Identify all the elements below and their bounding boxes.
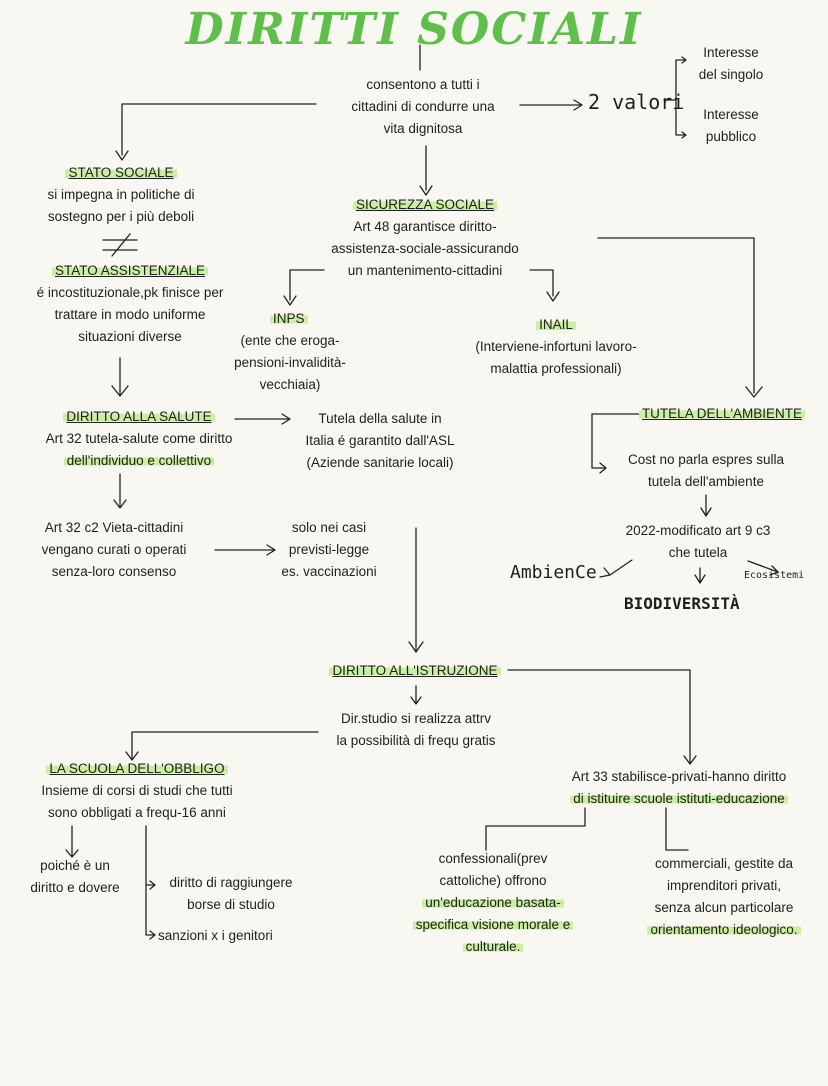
scuola-obbligo-block: LA SCUOLA DELL'OBBLIGO Insieme di corsi … (41, 761, 233, 820)
stato-assistenziale-heading: STATO ASSISTENZIALE (51, 263, 209, 278)
page-title: DIRITTI SOCIALI (185, 4, 643, 55)
sicurezza-sociale-heading: SICUREZZA SOCIALE (352, 197, 498, 212)
commerciali-text: commerciali, gestite da imprenditori pri… (632, 853, 816, 941)
confessionali-text: confessionali(prev cattoliche) offrono u… (398, 848, 588, 958)
diritto-salute-block: DIRITTO ALLA SALUTE Art 32 tutela-salute… (45, 409, 233, 468)
stato-sociale-heading: STATO SOCIALE (65, 165, 177, 180)
diritto-istruzione-wrap: DIRITTO ALL'ISTRUZIONE (322, 660, 508, 682)
diritto-salute-heading: DIRITTO ALLA SALUTE (63, 409, 215, 424)
tutela-ambiente-heading: TUTELA DELL'AMBIENTE (638, 406, 806, 421)
sanzioni-text: sanzioni x i genitori (158, 928, 273, 943)
tutela-ambiente-heading-wrap: TUTELA DELL'AMBIENTE (632, 403, 812, 425)
ecosistemi-label: Ecosistemi (744, 570, 805, 581)
inail-heading: INAIL (536, 317, 576, 332)
scuola-obbligo-heading: LA SCUOLA DELL'OBBLIGO (46, 761, 228, 776)
art33-text: Art 33 stabilisce-privati-hanno diritto … (570, 769, 788, 806)
due-valori: 2 valori (588, 90, 685, 114)
inps-heading: INPS (270, 311, 308, 326)
biodiversita-label: BIODIVERSITÀ (624, 594, 740, 613)
stato-sociale-block: STATO SOCIALE si impegna in politiche di… (47, 165, 195, 224)
diritto-istruzione-heading: DIRITTO ALL'ISTRUZIONE (329, 663, 501, 678)
inps-block: INPS (ente che eroga- pensioni-invalidit… (234, 311, 346, 392)
stato-assistenziale-block: STATO ASSISTENZIALE é incostituzionale,p… (36, 263, 224, 344)
ambiente-label: AmbienCe (510, 562, 597, 583)
inail-block: INAIL (Interviene-infortuni lavoro- mala… (475, 317, 637, 376)
sicurezza-sociale-block: SICUREZZA SOCIALE Art 48 garantisce diri… (331, 197, 519, 278)
